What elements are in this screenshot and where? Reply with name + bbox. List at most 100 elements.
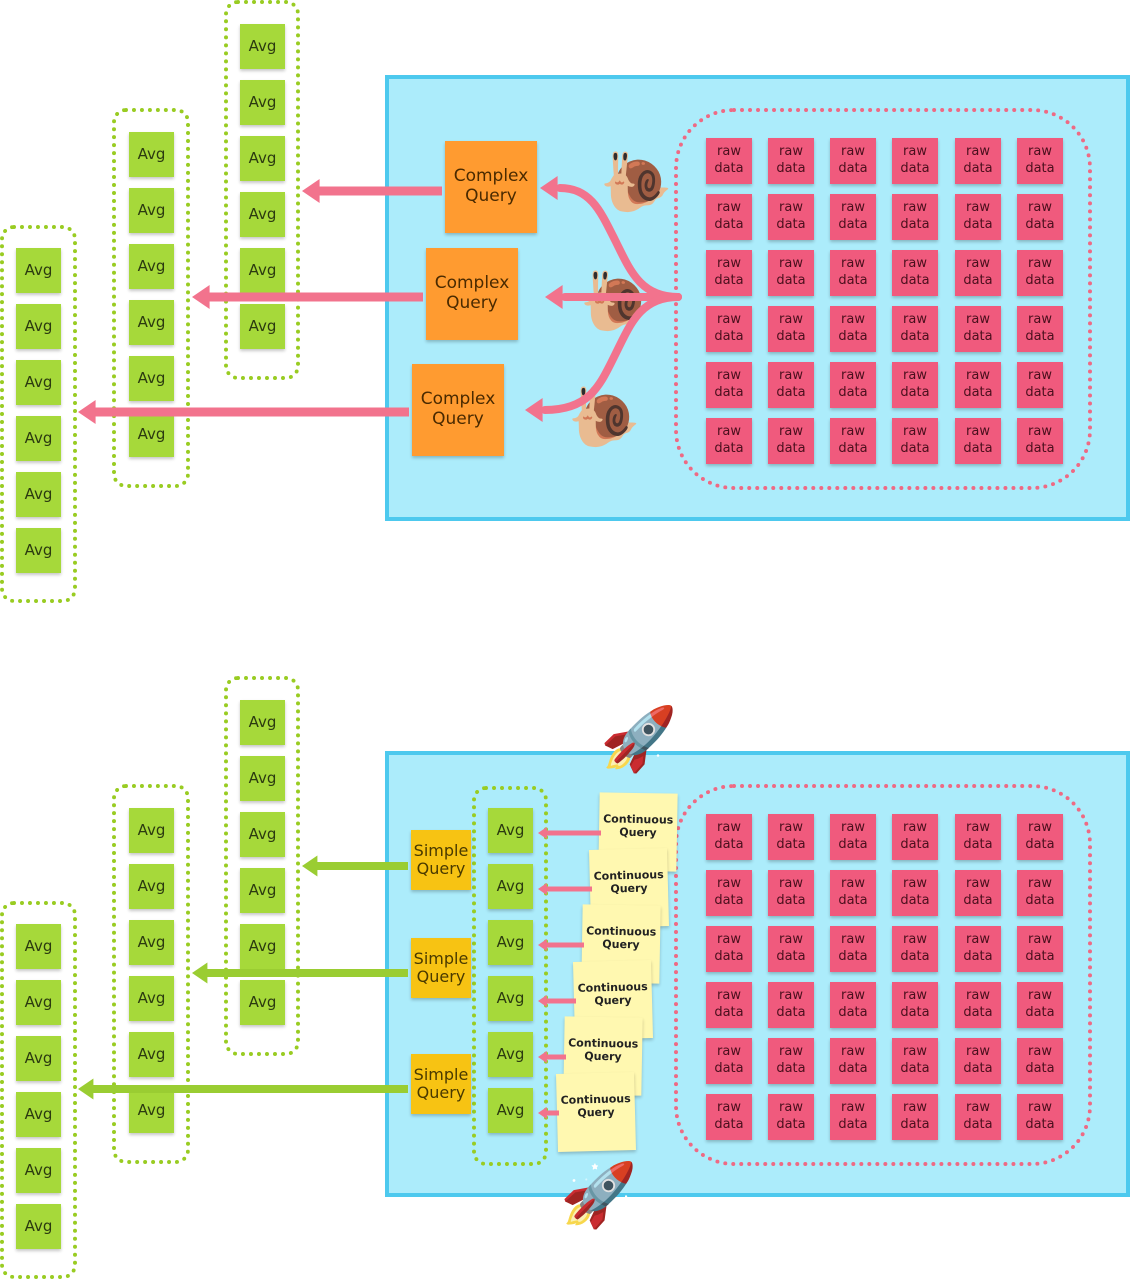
bottom-cached-avg-note: Avg [488, 808, 533, 853]
top-raw-data-note: raw data [768, 418, 814, 464]
top-raw-data-note: raw data [1017, 418, 1063, 464]
bottom-raw-data-note: raw data [892, 926, 938, 972]
bottom-raw-data-note: raw data [955, 870, 1001, 916]
fast-result-arrow-2-head [192, 962, 208, 984]
complex-query-1: Complex Query [445, 141, 537, 233]
bottom-raw-data-note: raw data [706, 814, 752, 860]
top-raw-data-note: raw data [955, 306, 1001, 352]
bottom-avg-group-2 [112, 784, 190, 1164]
bottom-avg-note: Avg [16, 1148, 61, 1193]
top-raw-data-note: raw data [892, 362, 938, 408]
top-raw-data-note: raw data [892, 306, 938, 352]
complex-query-2: Complex Query [426, 248, 518, 340]
top-raw-data-note: raw data [955, 250, 1001, 296]
top-avg-note: Avg [240, 304, 285, 349]
top-avg-note: Avg [129, 412, 174, 457]
top-raw-data-note: raw data [706, 250, 752, 296]
top-raw-data-note: raw data [955, 362, 1001, 408]
top-raw-data-note: raw data [955, 194, 1001, 240]
top-raw-data-note: raw data [768, 194, 814, 240]
top-raw-data-note: raw data [830, 138, 876, 184]
rocket-icon: 🚀 [560, 1158, 638, 1231]
top-avg-note: Avg [240, 136, 285, 181]
top-raw-data-note: raw data [892, 194, 938, 240]
top-raw-data-note: raw data [706, 194, 752, 240]
top-raw-data-note: raw data [1017, 194, 1063, 240]
top-avg-note: Avg [240, 192, 285, 237]
bottom-raw-data-note: raw data [955, 1094, 1001, 1140]
bottom-raw-data-note: raw data [768, 814, 814, 860]
slow-result-arrow-3-head [78, 400, 96, 424]
bottom-cached-avg-note: Avg [488, 1088, 533, 1133]
top-raw-data-note: raw data [955, 138, 1001, 184]
top-raw-data-note: raw data [706, 418, 752, 464]
top-raw-data-note: raw data [768, 250, 814, 296]
top-avg-note: Avg [240, 248, 285, 293]
fast-result-arrow-3-head [78, 1078, 94, 1100]
top-avg-note: Avg [16, 304, 61, 349]
bottom-raw-data-note: raw data [955, 982, 1001, 1028]
bottom-avg-note: Avg [129, 864, 174, 909]
simple-query-3: Simple Query [411, 1054, 471, 1114]
continuous-query-6: Continuous Query [555, 1071, 637, 1153]
snail-icon: 🐌 [600, 148, 673, 216]
bottom-raw-data-note: raw data [892, 814, 938, 860]
top-avg-note: Avg [129, 188, 174, 233]
top-avg-group-2 [112, 108, 190, 488]
bottom-avg-note: Avg [129, 976, 174, 1021]
bottom-avg-note: Avg [129, 1088, 174, 1133]
bottom-raw-data-note: raw data [706, 982, 752, 1028]
bottom-raw-data-note: raw data [892, 1038, 938, 1084]
top-avg-note: Avg [16, 472, 61, 517]
top-avg-note: Avg [16, 528, 61, 573]
top-raw-data-note: raw data [830, 250, 876, 296]
top-avg-group-3 [0, 225, 77, 603]
bottom-cached-avg-note: Avg [488, 976, 533, 1021]
top-raw-data-note: raw data [892, 138, 938, 184]
bottom-raw-data-note: raw data [1017, 1038, 1063, 1084]
top-avg-note: Avg [16, 360, 61, 405]
top-avg-note: Avg [129, 356, 174, 401]
bottom-raw-data-note: raw data [768, 1038, 814, 1084]
top-avg-note: Avg [129, 132, 174, 177]
bottom-raw-data-note: raw data [892, 982, 938, 1028]
bottom-raw-data-note: raw data [1017, 870, 1063, 916]
snail-icon: 🐌 [568, 383, 641, 451]
bottom-raw-data-note: raw data [768, 926, 814, 972]
bottom-raw-data-note: raw data [892, 870, 938, 916]
top-avg-note: Avg [240, 24, 285, 69]
bottom-avg-note: Avg [240, 812, 285, 857]
bottom-raw-data-note: raw data [706, 1094, 752, 1140]
bottom-raw-data-note: raw data [830, 982, 876, 1028]
bottom-raw-data-note: raw data [830, 814, 876, 860]
bottom-avg-note: Avg [240, 700, 285, 745]
bottom-avg-note: Avg [240, 924, 285, 969]
top-raw-data-note: raw data [955, 418, 1001, 464]
top-avg-note: Avg [16, 248, 61, 293]
bottom-avg-note: Avg [16, 980, 61, 1025]
top-raw-data-note: raw data [1017, 138, 1063, 184]
bottom-raw-data-note: raw data [768, 870, 814, 916]
top-raw-data-note: raw data [1017, 306, 1063, 352]
slow-result-arrow-2-head [192, 285, 210, 309]
bottom-raw-data-note: raw data [955, 1038, 1001, 1084]
top-raw-data-note: raw data [706, 362, 752, 408]
top-raw-data-note: raw data [1017, 362, 1063, 408]
top-raw-data-note: raw data [768, 306, 814, 352]
bottom-raw-data-note: raw data [830, 1038, 876, 1084]
bottom-cached-avg-note: Avg [488, 864, 533, 909]
rocket-icon: 🚀 [600, 702, 678, 775]
top-raw-data-note: raw data [706, 306, 752, 352]
bottom-raw-data-note: raw data [706, 926, 752, 972]
top-raw-data-note: raw data [768, 138, 814, 184]
bottom-avg-note: Avg [240, 980, 285, 1025]
bottom-raw-data-note: raw data [1017, 926, 1063, 972]
bottom-avg-note: Avg [16, 924, 61, 969]
bottom-raw-data-group [674, 784, 1092, 1166]
top-raw-data-note: raw data [830, 418, 876, 464]
bottom-raw-data-note: raw data [768, 982, 814, 1028]
top-raw-data-note: raw data [830, 194, 876, 240]
fast-result-arrow-1-head [302, 855, 318, 877]
bottom-avg-note: Avg [240, 868, 285, 913]
bottom-raw-data-note: raw data [830, 926, 876, 972]
